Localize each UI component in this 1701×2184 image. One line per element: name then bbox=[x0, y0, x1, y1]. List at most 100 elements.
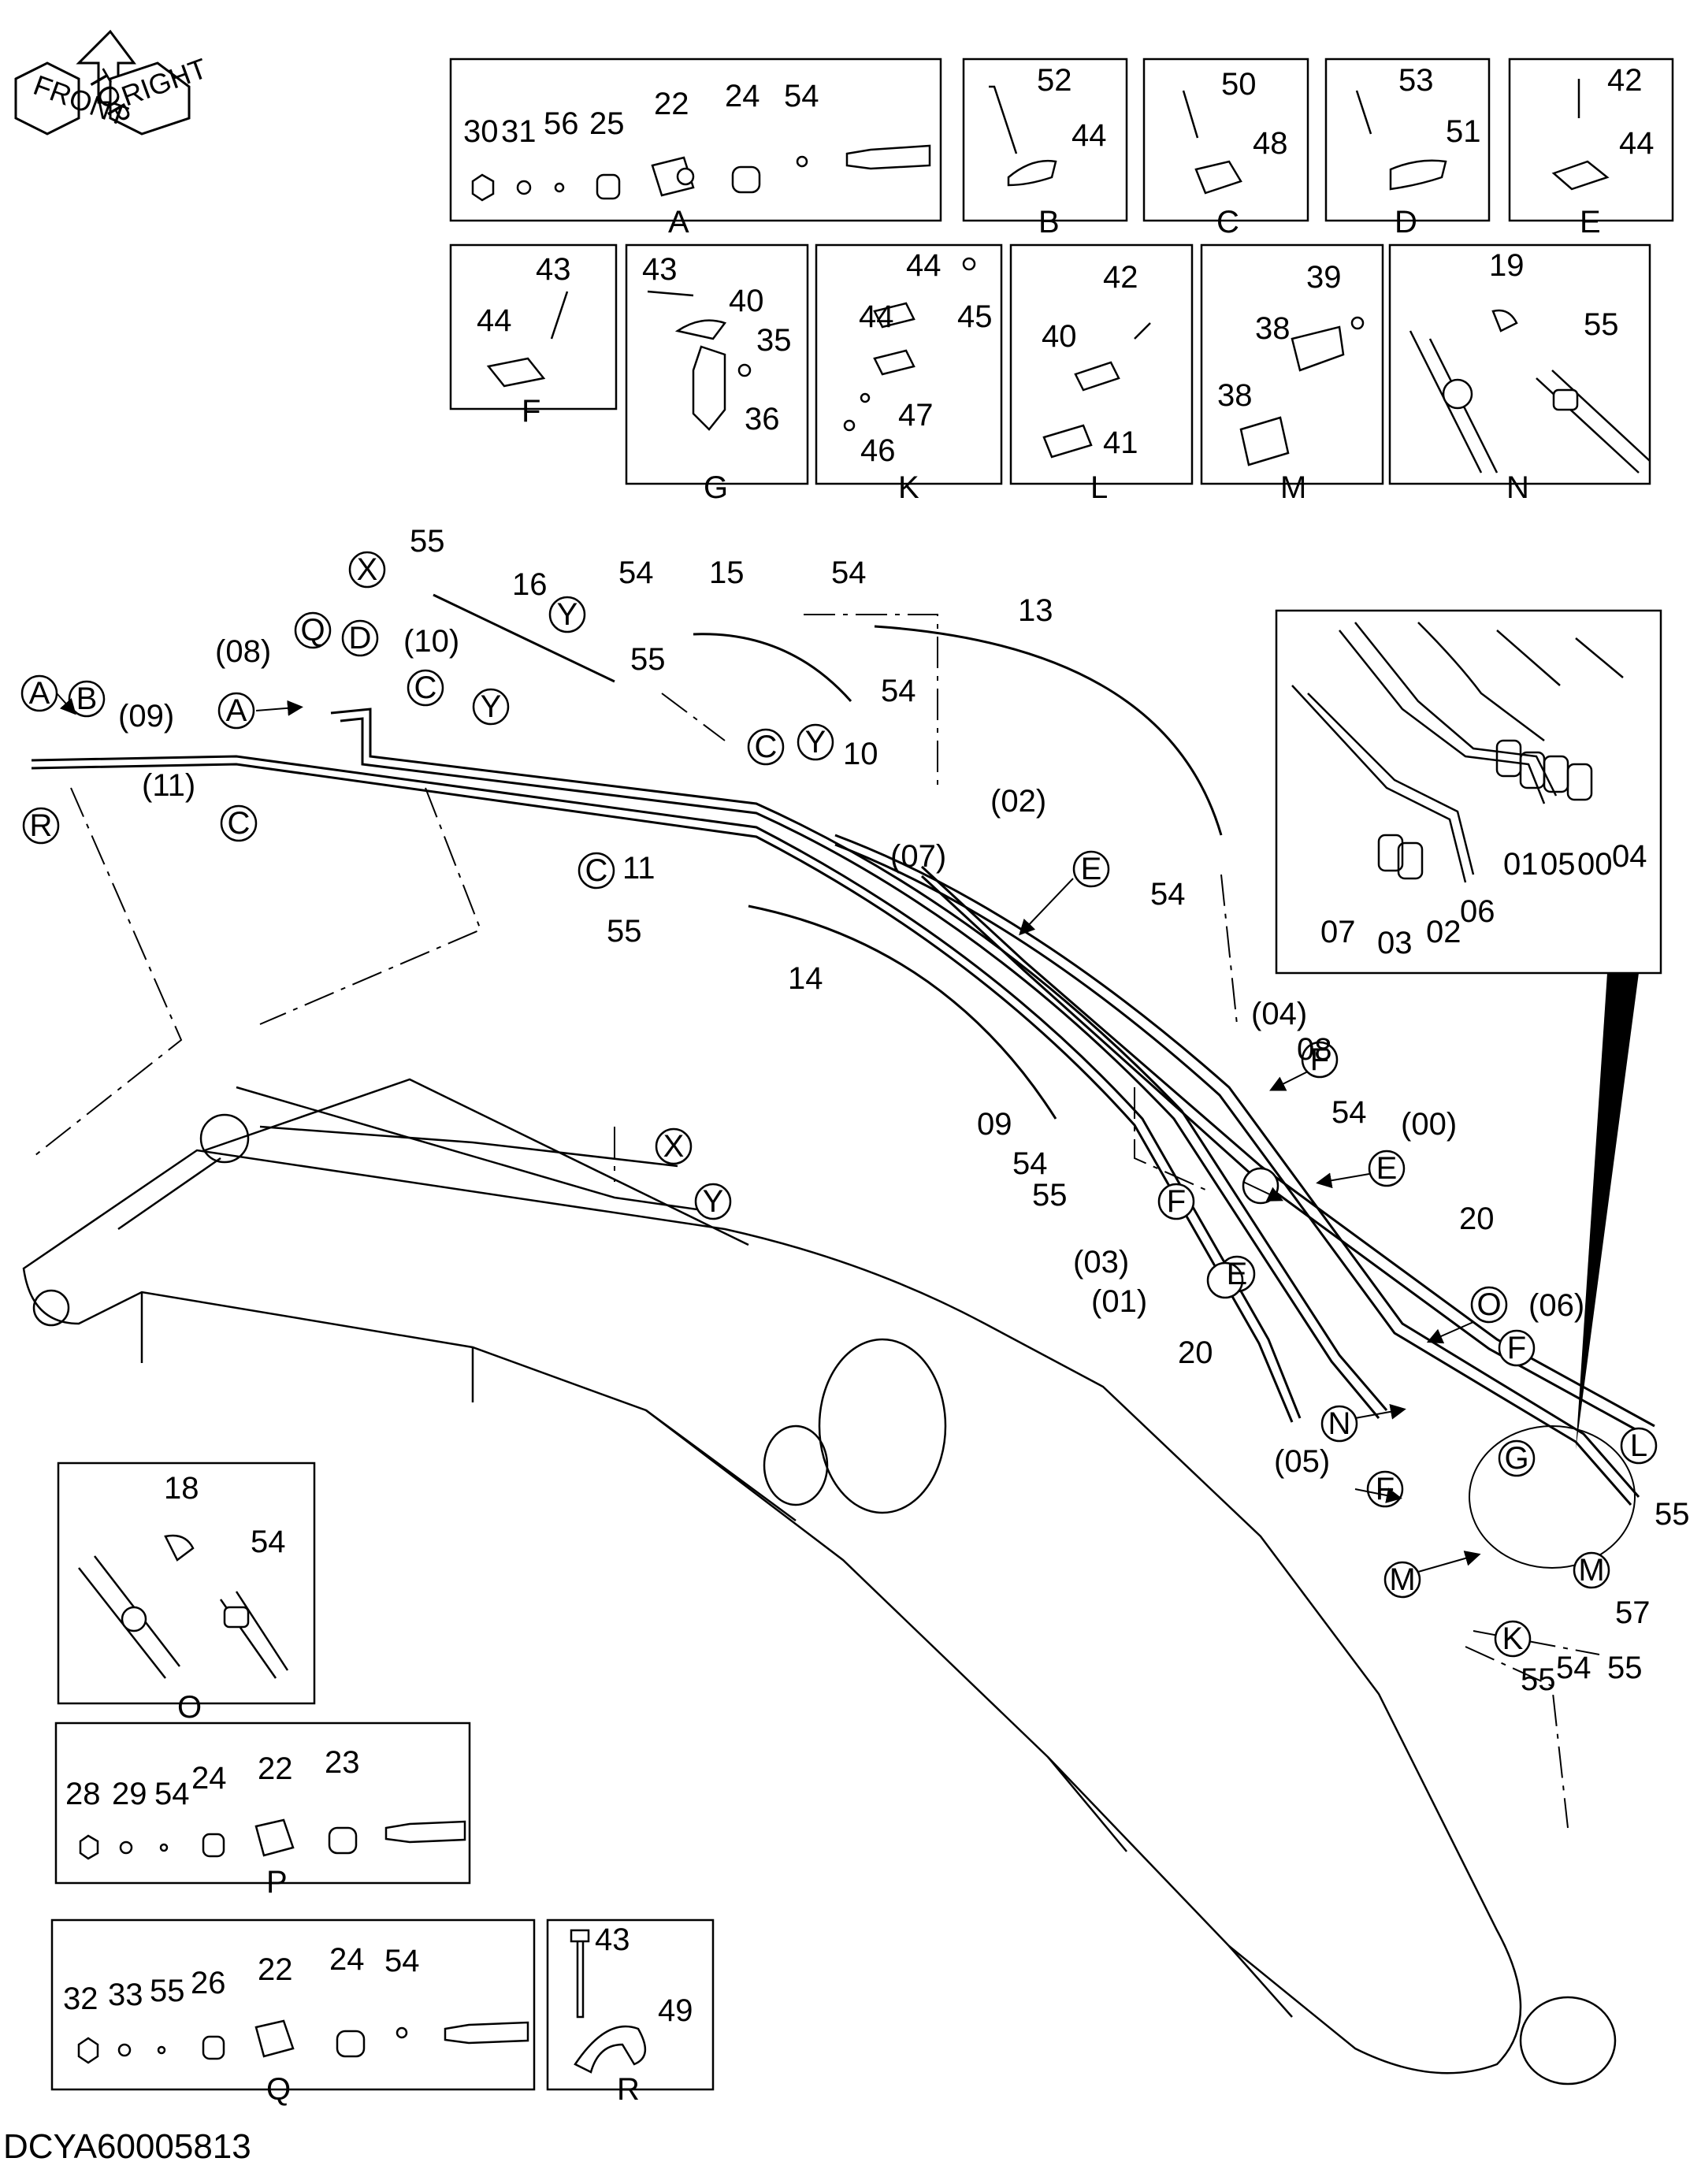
svg-text:55: 55 bbox=[150, 1974, 185, 2008]
detail-q-labels: 32 33 55 26 22 24 54 Q bbox=[63, 1942, 420, 2107]
svg-text:20: 20 bbox=[1178, 1335, 1213, 1370]
svg-text:38: 38 bbox=[1217, 378, 1253, 413]
svg-text:57: 57 bbox=[1615, 1595, 1651, 1630]
svg-text:C: C bbox=[228, 806, 251, 841]
svg-text:55: 55 bbox=[1655, 1497, 1690, 1532]
svg-text:33: 33 bbox=[108, 1978, 143, 2012]
svg-text:18: 18 bbox=[164, 1471, 199, 1506]
svg-text:O: O bbox=[1476, 1287, 1501, 1322]
svg-text:38: 38 bbox=[1255, 311, 1291, 346]
svg-text:24: 24 bbox=[191, 1761, 227, 1796]
svg-text:50: 50 bbox=[1221, 67, 1257, 102]
svg-text:55: 55 bbox=[1584, 307, 1619, 342]
svg-text:15: 15 bbox=[709, 555, 745, 590]
svg-text:(08): (08) bbox=[215, 634, 271, 669]
detail-p-labels: 28 29 54 24 22 23 P bbox=[65, 1745, 360, 1900]
detail-box-d bbox=[1324, 58, 1491, 222]
svg-text:(10): (10) bbox=[403, 624, 459, 659]
svg-text:(03): (03) bbox=[1073, 1245, 1129, 1280]
detail-box-c bbox=[1142, 58, 1309, 222]
detail-f-title: F bbox=[522, 394, 540, 429]
svg-text:46: 46 bbox=[860, 433, 896, 468]
svg-text:(09): (09) bbox=[118, 699, 174, 734]
detail-box-r bbox=[546, 1918, 715, 2091]
svg-text:F: F bbox=[1167, 1184, 1186, 1219]
svg-text:28: 28 bbox=[65, 1777, 101, 1811]
svg-text:Y: Y bbox=[481, 689, 502, 724]
svg-text:44: 44 bbox=[477, 303, 512, 338]
svg-text:D: D bbox=[349, 621, 372, 656]
svg-text:56: 56 bbox=[544, 106, 579, 141]
svg-text:Y: Y bbox=[805, 725, 826, 760]
svg-text:06: 06 bbox=[1460, 894, 1495, 929]
svg-text:08: 08 bbox=[1297, 1032, 1332, 1067]
detail-r-title: R bbox=[617, 2072, 640, 2107]
svg-text:00: 00 bbox=[1577, 847, 1613, 882]
detail-l-title: L bbox=[1090, 470, 1108, 505]
svg-text:54: 54 bbox=[784, 79, 819, 113]
detail-box-g bbox=[625, 243, 809, 485]
svg-text:55: 55 bbox=[410, 524, 445, 559]
svg-text:54: 54 bbox=[154, 1777, 190, 1811]
boom-outline bbox=[22, 1078, 1617, 2086]
detail-q-parts bbox=[77, 2019, 529, 2064]
drawing-code: DCYA60005813 bbox=[3, 2127, 251, 2166]
svg-text:40: 40 bbox=[729, 284, 764, 318]
svg-text:42: 42 bbox=[1103, 260, 1138, 295]
pipe-11 bbox=[31, 755, 1302, 1419]
svg-text:C: C bbox=[585, 853, 608, 888]
svg-text:43: 43 bbox=[595, 1922, 630, 1957]
svg-text:14: 14 bbox=[788, 961, 823, 996]
svg-text:32: 32 bbox=[63, 1982, 98, 2016]
svg-text:55: 55 bbox=[1521, 1662, 1556, 1697]
svg-text:52: 52 bbox=[1037, 63, 1072, 98]
svg-text:E: E bbox=[1227, 1257, 1248, 1291]
svg-text:13: 13 bbox=[1018, 593, 1053, 628]
svg-text:44: 44 bbox=[906, 248, 941, 283]
svg-text:24: 24 bbox=[725, 79, 760, 113]
svg-text:26: 26 bbox=[191, 1966, 226, 2000]
svg-text:L: L bbox=[1630, 1428, 1647, 1463]
detail-d-title: D bbox=[1395, 205, 1417, 240]
svg-text:55: 55 bbox=[1607, 1651, 1643, 1685]
svg-text:49: 49 bbox=[658, 1993, 693, 2028]
svg-text:41: 41 bbox=[1103, 425, 1138, 460]
svg-text:36: 36 bbox=[745, 402, 780, 436]
detail-box-a bbox=[449, 58, 942, 222]
svg-text:(04): (04) bbox=[1251, 997, 1307, 1031]
main-labels: 16 15 13 14 10 11 55 54 55 54 54 55 54 0… bbox=[118, 524, 1690, 1697]
svg-text:48: 48 bbox=[1253, 126, 1288, 161]
svg-text:(01): (01) bbox=[1091, 1284, 1147, 1319]
detail-box-e bbox=[1508, 58, 1674, 222]
svg-text:25: 25 bbox=[589, 106, 625, 141]
detail-f-n-parts bbox=[486, 257, 1651, 474]
svg-text:10: 10 bbox=[843, 737, 878, 771]
inset-labels: 07 03 02 06 01 05 00 04 bbox=[1320, 839, 1647, 960]
svg-text:Y: Y bbox=[557, 597, 578, 632]
orientation-icon bbox=[14, 29, 191, 136]
svg-text:35: 35 bbox=[756, 323, 792, 358]
svg-text:29: 29 bbox=[112, 1777, 147, 1811]
svg-text:01: 01 bbox=[1503, 847, 1539, 882]
detail-box-l bbox=[1009, 243, 1194, 485]
detail-n-title: N bbox=[1506, 470, 1529, 505]
detail-box-m bbox=[1200, 243, 1384, 485]
svg-text:(11): (11) bbox=[142, 768, 195, 803]
svg-text:24: 24 bbox=[329, 1942, 365, 1977]
svg-text:54: 54 bbox=[1150, 877, 1186, 912]
svg-text:30: 30 bbox=[463, 114, 499, 149]
inset-drawing bbox=[1291, 622, 1624, 883]
svg-text:22: 22 bbox=[258, 1751, 293, 1786]
detail-r-labels: 43 49 R bbox=[595, 1922, 693, 2107]
inset-pointer bbox=[1576, 973, 1639, 1450]
svg-text:X: X bbox=[663, 1129, 685, 1164]
detail-box-k bbox=[815, 243, 1003, 485]
svg-text:F: F bbox=[1376, 1472, 1395, 1506]
svg-text:54: 54 bbox=[881, 674, 916, 708]
svg-text:39: 39 bbox=[1306, 260, 1342, 295]
detail-box-q bbox=[50, 1918, 536, 2091]
svg-text:54: 54 bbox=[1012, 1146, 1048, 1181]
svg-text:M: M bbox=[1578, 1553, 1604, 1588]
detail-p-title: P bbox=[266, 1865, 288, 1900]
